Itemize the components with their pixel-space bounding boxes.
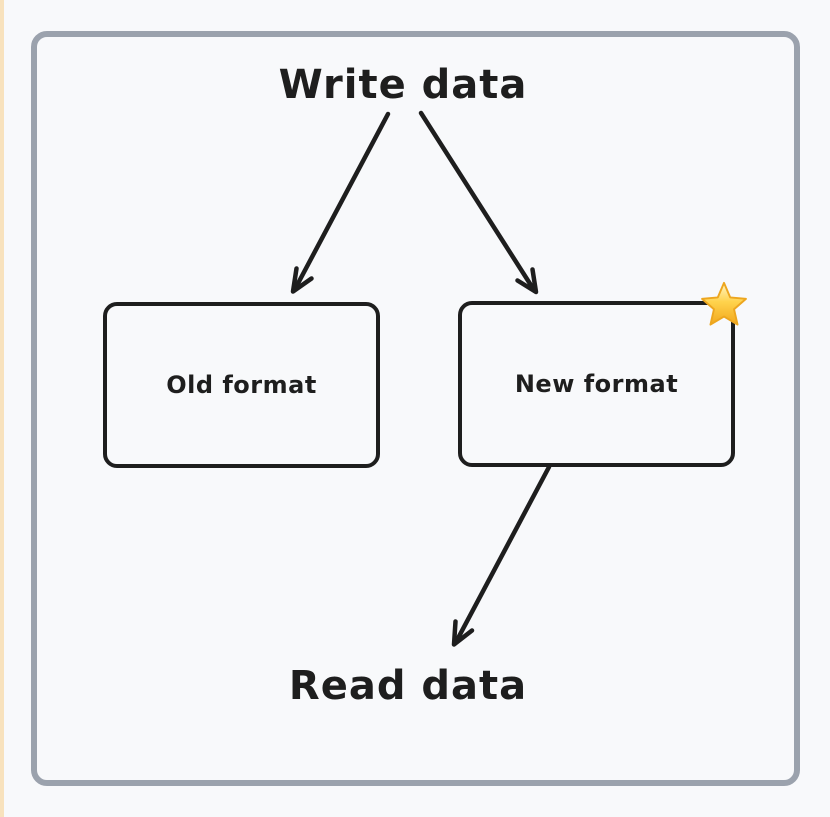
star-icon: [701, 281, 747, 326]
old-format-box: Old format: [103, 302, 380, 468]
read-data-label: Read data: [288, 663, 528, 709]
write-data-label: Write data: [278, 62, 528, 108]
new-format-box: New format: [458, 301, 735, 467]
canvas-frame: [31, 31, 800, 786]
left-edge-strip: [0, 0, 4, 817]
old-format-label: Old format: [166, 371, 317, 399]
new-format-label: New format: [514, 370, 679, 398]
